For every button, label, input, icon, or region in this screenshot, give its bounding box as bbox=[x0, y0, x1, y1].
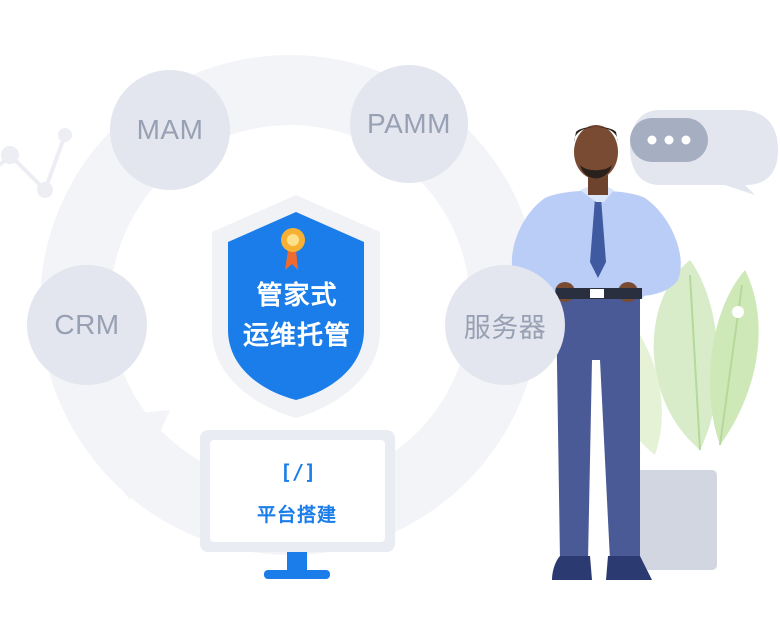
speech-bubble bbox=[630, 110, 778, 195]
network-decoration bbox=[0, 128, 72, 198]
shield-badge bbox=[212, 195, 380, 418]
cycle-arrowhead bbox=[70, 410, 170, 500]
head bbox=[574, 125, 618, 179]
monitor-base bbox=[264, 570, 330, 579]
dot-icon bbox=[664, 135, 674, 145]
node-mam-label: MAM bbox=[136, 114, 204, 145]
node-pamm: PAMM bbox=[350, 65, 468, 183]
monitor-stand bbox=[287, 552, 307, 572]
node-crm: CRM bbox=[27, 265, 147, 385]
shield-line-1: 管家式 bbox=[256, 280, 338, 310]
node-server: 服务器 bbox=[445, 265, 565, 385]
code-icon: [/] bbox=[279, 460, 317, 484]
tie bbox=[590, 198, 606, 278]
dot-icon bbox=[647, 135, 657, 145]
node-server-label: 服务器 bbox=[463, 312, 547, 343]
person-figure bbox=[511, 125, 681, 580]
monitor bbox=[200, 430, 395, 579]
plant-pot bbox=[632, 470, 717, 570]
dot-icon bbox=[681, 135, 691, 145]
shield-text: 管家式 运维托管 bbox=[222, 275, 372, 355]
node-mam: MAM bbox=[110, 70, 230, 190]
shield-line-2: 运维托管 bbox=[242, 320, 351, 350]
node-pamm-label: PAMM bbox=[367, 108, 451, 139]
medal-ribbon bbox=[285, 250, 298, 270]
node-crm-label: CRM bbox=[54, 309, 120, 340]
monitor-label: 平台搭建 bbox=[256, 505, 337, 526]
